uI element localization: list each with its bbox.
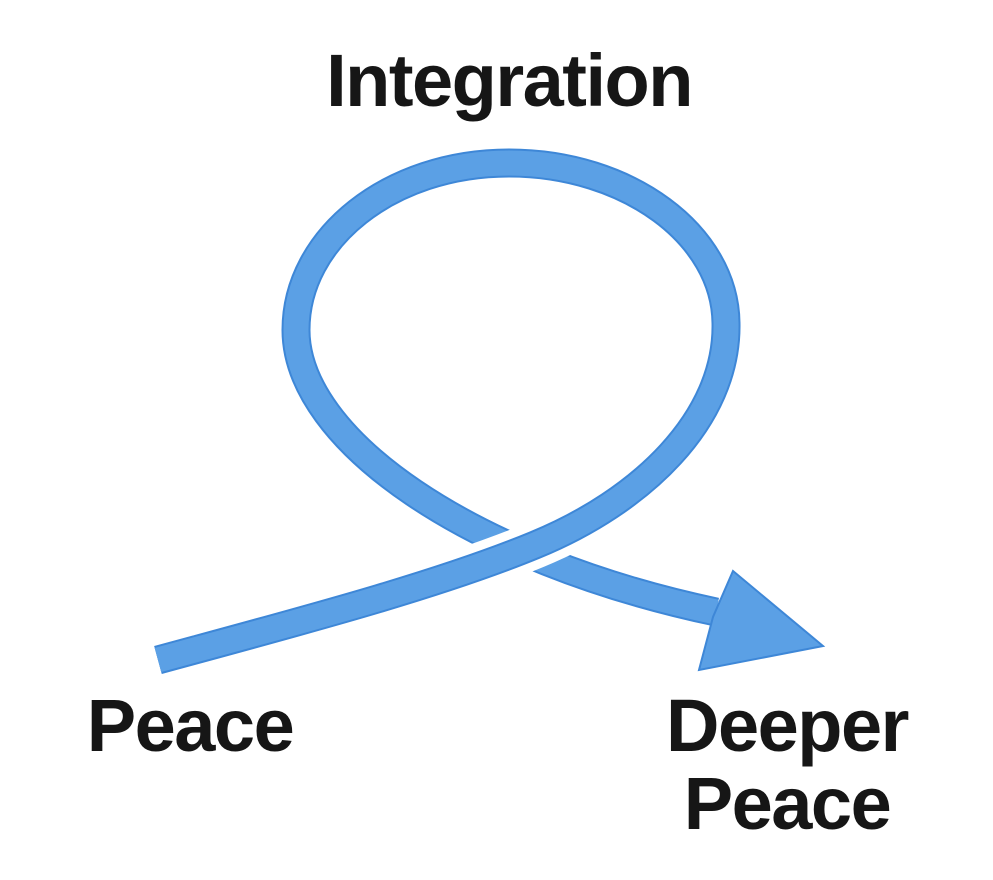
label-deeper-peace: Deeper Peace xyxy=(666,684,909,845)
label-deeper-peace-line2: Peace xyxy=(683,762,892,845)
arrowhead-icon xyxy=(697,569,826,672)
label-peace: Peace xyxy=(86,684,295,767)
over-stroke-body xyxy=(154,150,739,673)
label-deeper-peace-line1: Deeper xyxy=(666,684,909,767)
label-integration: Integration xyxy=(326,39,693,122)
